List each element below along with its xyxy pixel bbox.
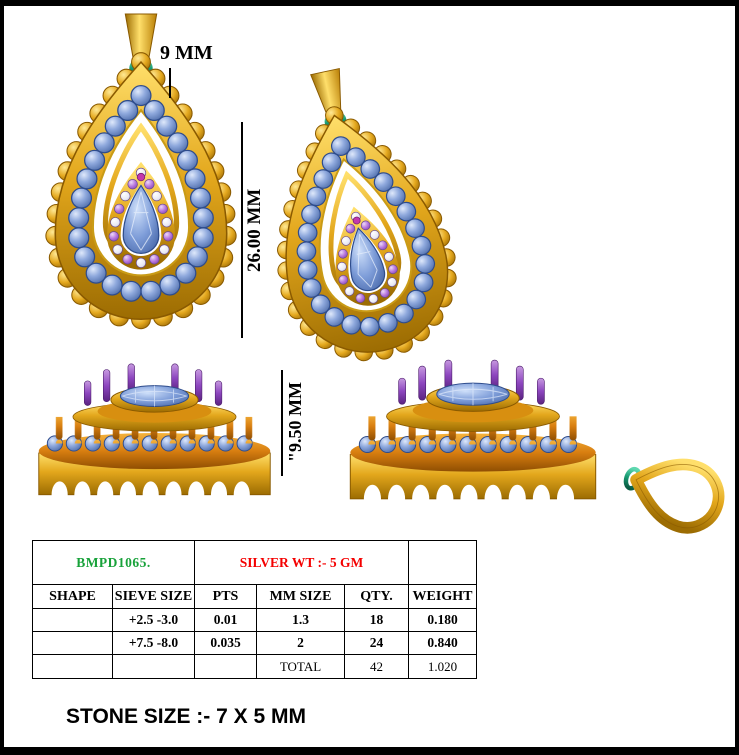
stone-size-label: STONE SIZE :- 7 X 5 MM — [66, 705, 306, 728]
pendant-height-dimension-line — [241, 122, 243, 338]
cell-empty — [32, 654, 113, 679]
cell-pts: 0.035 — [194, 631, 257, 655]
header-row: SHAPE SIEVE SIZE PTS MM SIZE QTY. WEIGHT — [32, 584, 477, 609]
cell-empty — [408, 540, 477, 585]
bail-height-label: 9 MM — [160, 42, 213, 64]
total-weight-cell: 1.020 — [408, 654, 477, 679]
silver-weight: SILVER WT :- 5 GM — [194, 540, 409, 585]
cell-qty: 24 — [344, 631, 409, 655]
cell-sieve-size: +2.5 -3.0 — [112, 608, 195, 632]
title-row: BMPD1065. SILVER WT :- 5 GM — [32, 540, 477, 585]
pendant-height-label: 26.00 MM — [244, 188, 265, 272]
cell-sieve-size: +7.5 -8.0 — [112, 631, 195, 655]
model-number: BMPD1065. — [32, 540, 195, 585]
header-pts: PTS — [194, 584, 257, 609]
pendant-side-render-right — [349, 359, 597, 514]
total-row: TOTAL 42 1.020 — [32, 654, 477, 679]
side-height-dimension-line — [281, 370, 283, 476]
header-sieve-size: SIEVE SIZE — [112, 584, 195, 609]
spec-table: BMPD1065. SILVER WT :- 5 GM SHAPE SIEVE … — [32, 540, 477, 679]
pendant-side-render-left — [38, 363, 271, 509]
cell-pts: 0.01 — [194, 608, 257, 632]
cell-weight: 0.180 — [408, 608, 477, 632]
bail-loop-render — [618, 442, 730, 542]
header-mm-size: MM SIZE — [256, 584, 345, 609]
header-qty: QTY. — [344, 584, 409, 609]
cell-mm-size: 1.3 — [256, 608, 345, 632]
total-label-cell: TOTAL — [256, 654, 345, 679]
cell-mm-size: 2 — [256, 631, 345, 655]
table-row: +7.5 -8.0 0.035 2 24 0.840 — [32, 631, 477, 655]
pendant-front-render — [26, 14, 256, 359]
pendant-perspective-render — [252, 68, 467, 390]
cell-weight: 0.840 — [408, 631, 477, 655]
bail-height-tick — [169, 68, 171, 98]
table-row: +2.5 -3.0 0.01 1.3 18 0.180 — [32, 608, 477, 632]
header-weight: WEIGHT — [408, 584, 477, 609]
total-qty-cell: 42 — [344, 654, 409, 679]
cell-shape — [32, 631, 113, 655]
cell-empty — [112, 654, 195, 679]
cell-qty: 18 — [344, 608, 409, 632]
cell-shape — [32, 608, 113, 632]
cell-empty — [194, 654, 257, 679]
header-shape: SHAPE — [32, 584, 113, 609]
